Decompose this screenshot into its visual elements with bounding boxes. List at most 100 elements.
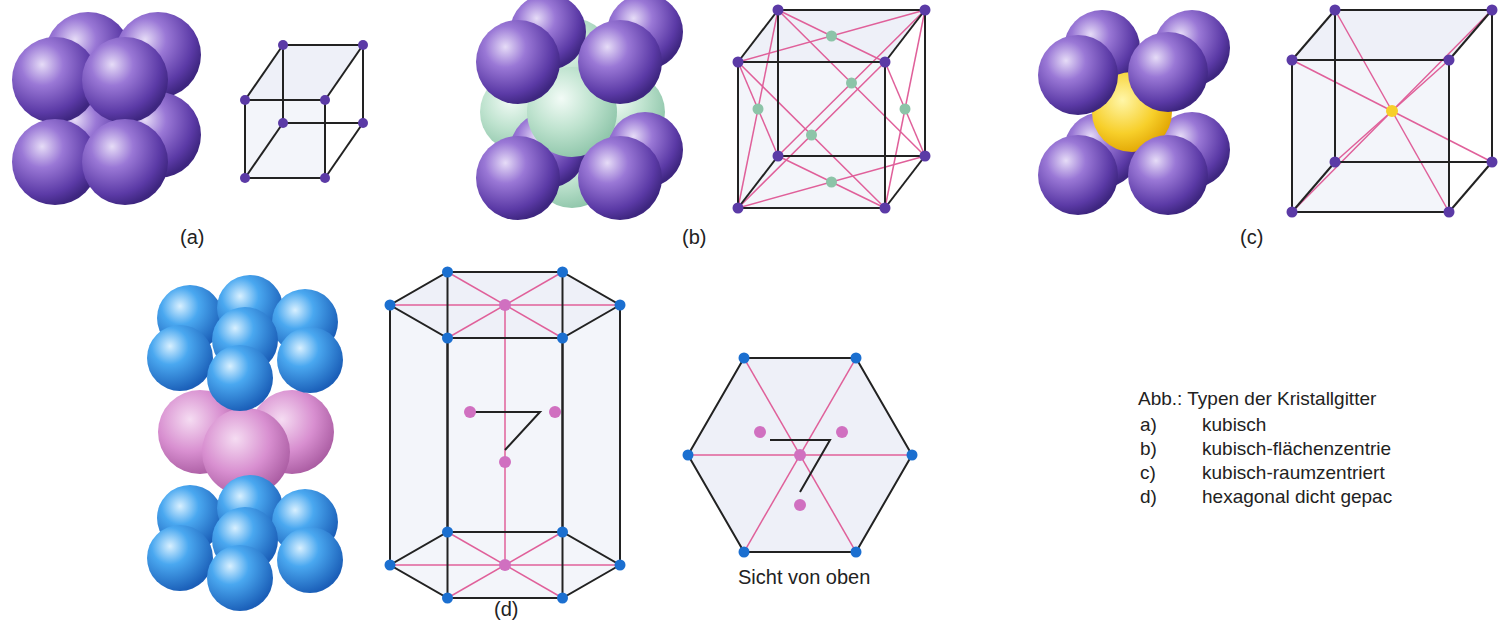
shape-group xyxy=(1292,10,1492,212)
atom-sphere xyxy=(578,20,662,104)
lattice-line xyxy=(325,123,363,178)
atom-sphere xyxy=(683,450,694,461)
lattice-line xyxy=(1292,10,1492,212)
lattice-line xyxy=(738,156,778,208)
lattice-line xyxy=(447,272,449,532)
legend-text: kubisch-flächenzentrie xyxy=(1202,438,1391,460)
unit-cell-a xyxy=(240,40,368,183)
atom-sphere xyxy=(277,327,343,393)
atom-sphere xyxy=(557,333,568,344)
atom-sphere xyxy=(82,37,168,123)
atom-sphere xyxy=(1038,35,1118,115)
lattice-line xyxy=(1335,10,1449,212)
lattice-line xyxy=(885,10,925,208)
lattice-line xyxy=(738,62,885,208)
lattice-line xyxy=(1335,60,1449,162)
lattice-line xyxy=(778,156,885,208)
lattice-line xyxy=(885,62,925,156)
sphere-model-c xyxy=(1038,10,1230,215)
atom-sphere xyxy=(1128,32,1208,112)
lattice-line xyxy=(504,305,506,565)
atom-sphere xyxy=(754,426,766,438)
lattice-line xyxy=(885,156,925,208)
shape-group xyxy=(390,272,620,598)
legend-text: hexagonal dicht gepac xyxy=(1202,486,1392,508)
legend-letter: c) xyxy=(1140,462,1156,484)
atom-sphere xyxy=(1487,5,1498,16)
atom-sphere xyxy=(739,353,750,364)
top-view-d xyxy=(683,353,918,558)
atom-sphere xyxy=(1287,207,1298,218)
unit-cell-b xyxy=(733,5,931,214)
atom-sphere xyxy=(82,119,168,205)
atom-sphere xyxy=(920,5,931,16)
atom-sphere xyxy=(476,136,560,220)
atom-sphere xyxy=(557,267,568,278)
atom-sphere xyxy=(207,345,273,411)
lattice-line xyxy=(245,123,283,178)
legend-letter: a) xyxy=(1140,414,1157,436)
shape-group xyxy=(738,10,925,208)
lattice-line xyxy=(1292,60,1492,162)
lattice-line xyxy=(738,62,885,208)
atom-sphere xyxy=(320,173,330,183)
lattice-line xyxy=(245,100,325,178)
atom-sphere xyxy=(442,267,453,278)
shape-group xyxy=(733,5,931,214)
atom-sphere xyxy=(240,95,250,105)
atom-sphere xyxy=(578,136,662,220)
figure-caption: Abb.: Typen der Kristallgitter xyxy=(1138,388,1376,410)
view-label: Sicht von oben xyxy=(738,566,870,589)
legend-letter: d) xyxy=(1140,486,1157,508)
shape-group xyxy=(385,267,626,604)
panel-label: (d) xyxy=(494,598,518,621)
atom-sphere xyxy=(1444,207,1455,218)
atom-sphere xyxy=(753,104,764,115)
shape-group xyxy=(688,358,912,552)
shape-group xyxy=(753,31,911,188)
lattice-line xyxy=(1292,162,1335,212)
atom-sphere xyxy=(1487,157,1498,168)
atom-sphere xyxy=(499,299,511,311)
atom-sphere xyxy=(1128,135,1208,215)
atom-sphere xyxy=(733,57,744,68)
atom-sphere xyxy=(240,173,250,183)
lattice-line xyxy=(389,305,391,565)
atom-sphere xyxy=(1386,105,1398,117)
lattice-line xyxy=(562,272,564,532)
atom-sphere xyxy=(464,406,476,418)
panel-label: (c) xyxy=(1240,226,1263,249)
lattice-line xyxy=(1292,10,1492,60)
atom-sphere xyxy=(880,57,891,68)
lattice-line xyxy=(738,62,885,208)
atom-sphere xyxy=(442,527,453,538)
lattice-line xyxy=(1335,10,1492,162)
lattice-line xyxy=(770,440,830,492)
shape-group xyxy=(754,426,848,511)
atom-sphere xyxy=(900,104,911,115)
lattice-line xyxy=(1292,10,1335,60)
lattice-line xyxy=(390,532,620,598)
atom-sphere xyxy=(739,547,750,558)
atom-sphere xyxy=(851,353,862,364)
legend-text: kubisch xyxy=(1202,414,1266,436)
lattice-line xyxy=(744,358,856,552)
panel-label: (a) xyxy=(180,226,204,249)
atom-sphere xyxy=(1330,5,1341,16)
atom-sphere xyxy=(549,406,561,418)
atom-sphere xyxy=(851,547,862,558)
lattice-line xyxy=(778,10,925,156)
lattice-line xyxy=(245,45,363,100)
lattice-line xyxy=(738,62,885,208)
lattice-line xyxy=(885,10,925,62)
atom-sphere xyxy=(1444,55,1455,66)
lattice-line xyxy=(738,62,778,156)
lattice-line xyxy=(390,272,620,338)
atom-sphere xyxy=(733,203,744,214)
atom-sphere xyxy=(557,593,568,604)
lattice-line xyxy=(283,45,363,123)
atom-sphere xyxy=(442,333,453,344)
atom-sphere xyxy=(920,151,931,162)
unit-cell-c xyxy=(1287,5,1498,218)
